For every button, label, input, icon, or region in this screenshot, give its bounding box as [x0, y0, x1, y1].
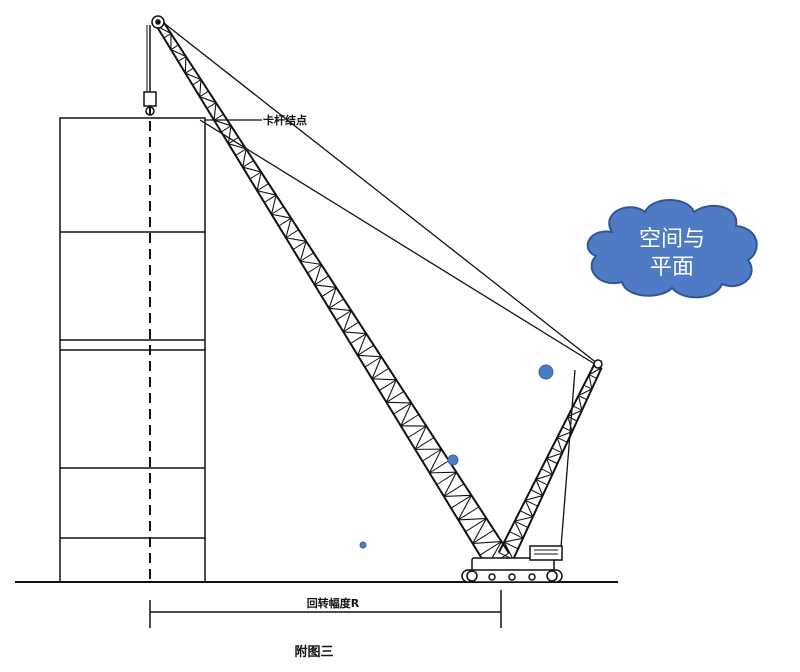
cloud-text-line2: 平面 — [650, 255, 694, 280]
decorative-dot — [359, 541, 367, 549]
mast — [497, 363, 603, 560]
main-boom — [155, 21, 510, 568]
building — [59, 117, 206, 583]
crawler-base — [461, 545, 563, 583]
hook-block — [143, 25, 157, 116]
pendant-cables — [159, 19, 599, 561]
boom-tip — [151, 15, 603, 369]
cloud-icon — [586, 199, 758, 299]
decorative-dot — [538, 364, 554, 380]
tip-point-label: 卡杆结点 — [263, 113, 307, 127]
radius-dimension — [149, 590, 502, 628]
cloud-text-line1: 空间与 — [639, 227, 705, 252]
cloud-badge: 空间与 平面 — [586, 199, 758, 299]
radius-label: 回转幅度R — [307, 596, 360, 610]
decorative-dot — [447, 454, 459, 466]
figure-caption: 附图三 — [294, 644, 333, 660]
